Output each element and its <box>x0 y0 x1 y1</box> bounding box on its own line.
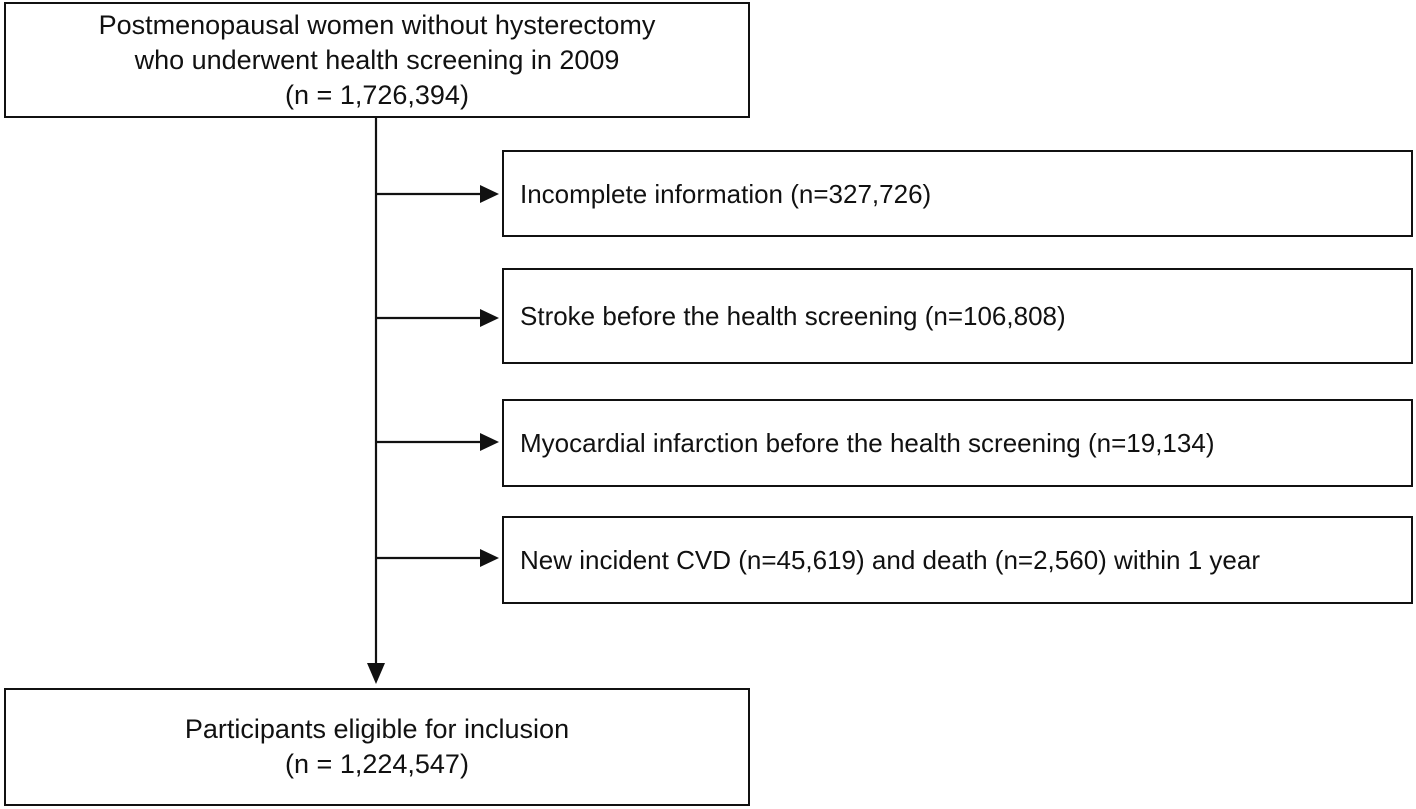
exclusion-box-new-cvd-and-death: New incident CVD (n=45,619) and death (n… <box>502 516 1413 604</box>
exclusion-label: Myocardial infarction before the health … <box>520 428 1215 458</box>
eligible-participants-box: Participants eligible for inclusion (n =… <box>4 688 750 806</box>
exclusion-box-prior-myocardial-infarction: Myocardial infarction before the health … <box>502 399 1413 487</box>
eligible-participants-count: (n = 1,224,547) <box>285 749 469 779</box>
exclusion-arrowhead-4 <box>480 549 499 567</box>
initial-population-box: Postmenopausal women without hysterectom… <box>4 2 750 118</box>
eligible-participants-label: Participants eligible for inclusion <box>184 714 570 744</box>
exclusion-label: Stroke before the health screening (n=10… <box>520 301 1066 331</box>
main-flow-arrowhead <box>367 663 385 684</box>
exclusion-label: New incident CVD (n=45,619) and death (n… <box>520 545 1260 575</box>
initial-population-count: (n = 1,726,394) <box>285 79 469 110</box>
initial-population-line-2: who underwent health screening in 2009 <box>134 44 620 75</box>
exclusion-label: Incomplete information (n=327,726) <box>520 178 932 209</box>
initial-population-line-1: Postmenopausal women without hysterectom… <box>98 9 656 40</box>
exclusion-arrowhead-3 <box>480 433 499 451</box>
exclusion-box-incomplete-information: Incomplete information (n=327,726) <box>502 150 1413 237</box>
exclusion-box-prior-stroke: Stroke before the health screening (n=10… <box>502 268 1413 364</box>
exclusion-arrowhead-1 <box>480 185 499 203</box>
exclusion-arrowhead-2 <box>480 309 499 327</box>
